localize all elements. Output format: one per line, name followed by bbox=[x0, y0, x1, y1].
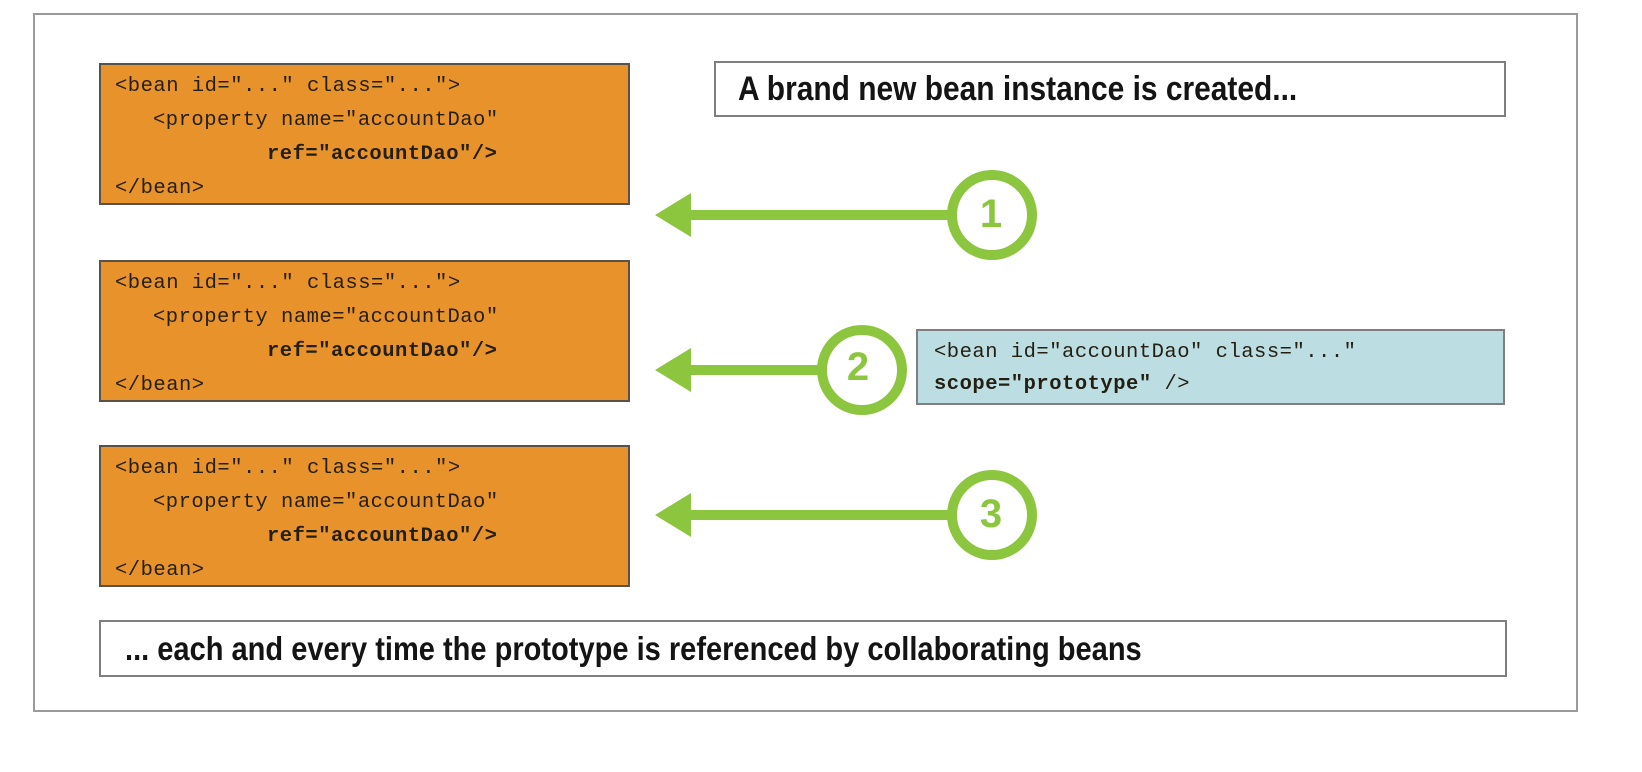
title-banner-text: A brand new bean instance is created... bbox=[738, 69, 1298, 108]
code-line: <bean id="accountDao" class="..." bbox=[934, 341, 1357, 364]
code-line: ref="accountDao"/> bbox=[267, 525, 498, 548]
step-marker-circle-2 bbox=[817, 325, 907, 415]
reference-arrow-1 bbox=[655, 170, 1037, 260]
code-line: <bean id="..." class="..."> bbox=[115, 457, 461, 480]
code-line: </bean> bbox=[115, 559, 205, 582]
collaborator-bean-box-3: <bean id="..." class="..."> <property na… bbox=[99, 445, 630, 587]
code-line: <bean id="..." class="..."> bbox=[115, 75, 461, 98]
prototype-bean-box: <bean id="accountDao" class="..." scope=… bbox=[916, 329, 1505, 405]
reference-arrow-2 bbox=[655, 325, 907, 415]
self-close-tag: /> bbox=[1151, 373, 1191, 396]
step-marker-circle-3 bbox=[947, 470, 1037, 560]
title-banner: A brand new bean instance is created... bbox=[714, 61, 1506, 117]
code-line: <bean id="..." class="..."> bbox=[115, 272, 461, 295]
footer-banner: ... each and every time the prototype is… bbox=[99, 620, 1507, 677]
code-line: </bean> bbox=[115, 374, 205, 397]
diagram-frame: <bean id="..." class="..."> <property na… bbox=[33, 13, 1578, 712]
code-line: <property name="accountDao" bbox=[153, 109, 499, 132]
step-marker-label-2: 2 bbox=[846, 345, 870, 389]
footer-banner-text: ... each and every time the prototype is… bbox=[125, 629, 1142, 667]
step-marker-label-1: 1 bbox=[979, 192, 1003, 236]
code-line: <property name="accountDao" bbox=[153, 306, 499, 329]
code-line: scope="prototype" /> bbox=[934, 373, 1190, 396]
collaborator-bean-box-1: <bean id="..." class="..."> <property na… bbox=[99, 63, 630, 205]
code-line: </bean> bbox=[115, 177, 205, 200]
collaborator-bean-box-2: <bean id="..." class="..."> <property na… bbox=[99, 260, 630, 402]
step-marker-circle-1 bbox=[947, 170, 1037, 260]
code-line: ref="accountDao"/> bbox=[267, 340, 498, 363]
code-line: ref="accountDao"/> bbox=[267, 143, 498, 166]
code-line: <property name="accountDao" bbox=[153, 491, 499, 514]
step-marker-label-3: 3 bbox=[979, 492, 1003, 536]
reference-arrow-3 bbox=[655, 470, 1037, 560]
scope-attribute: scope="prototype" bbox=[934, 373, 1152, 396]
